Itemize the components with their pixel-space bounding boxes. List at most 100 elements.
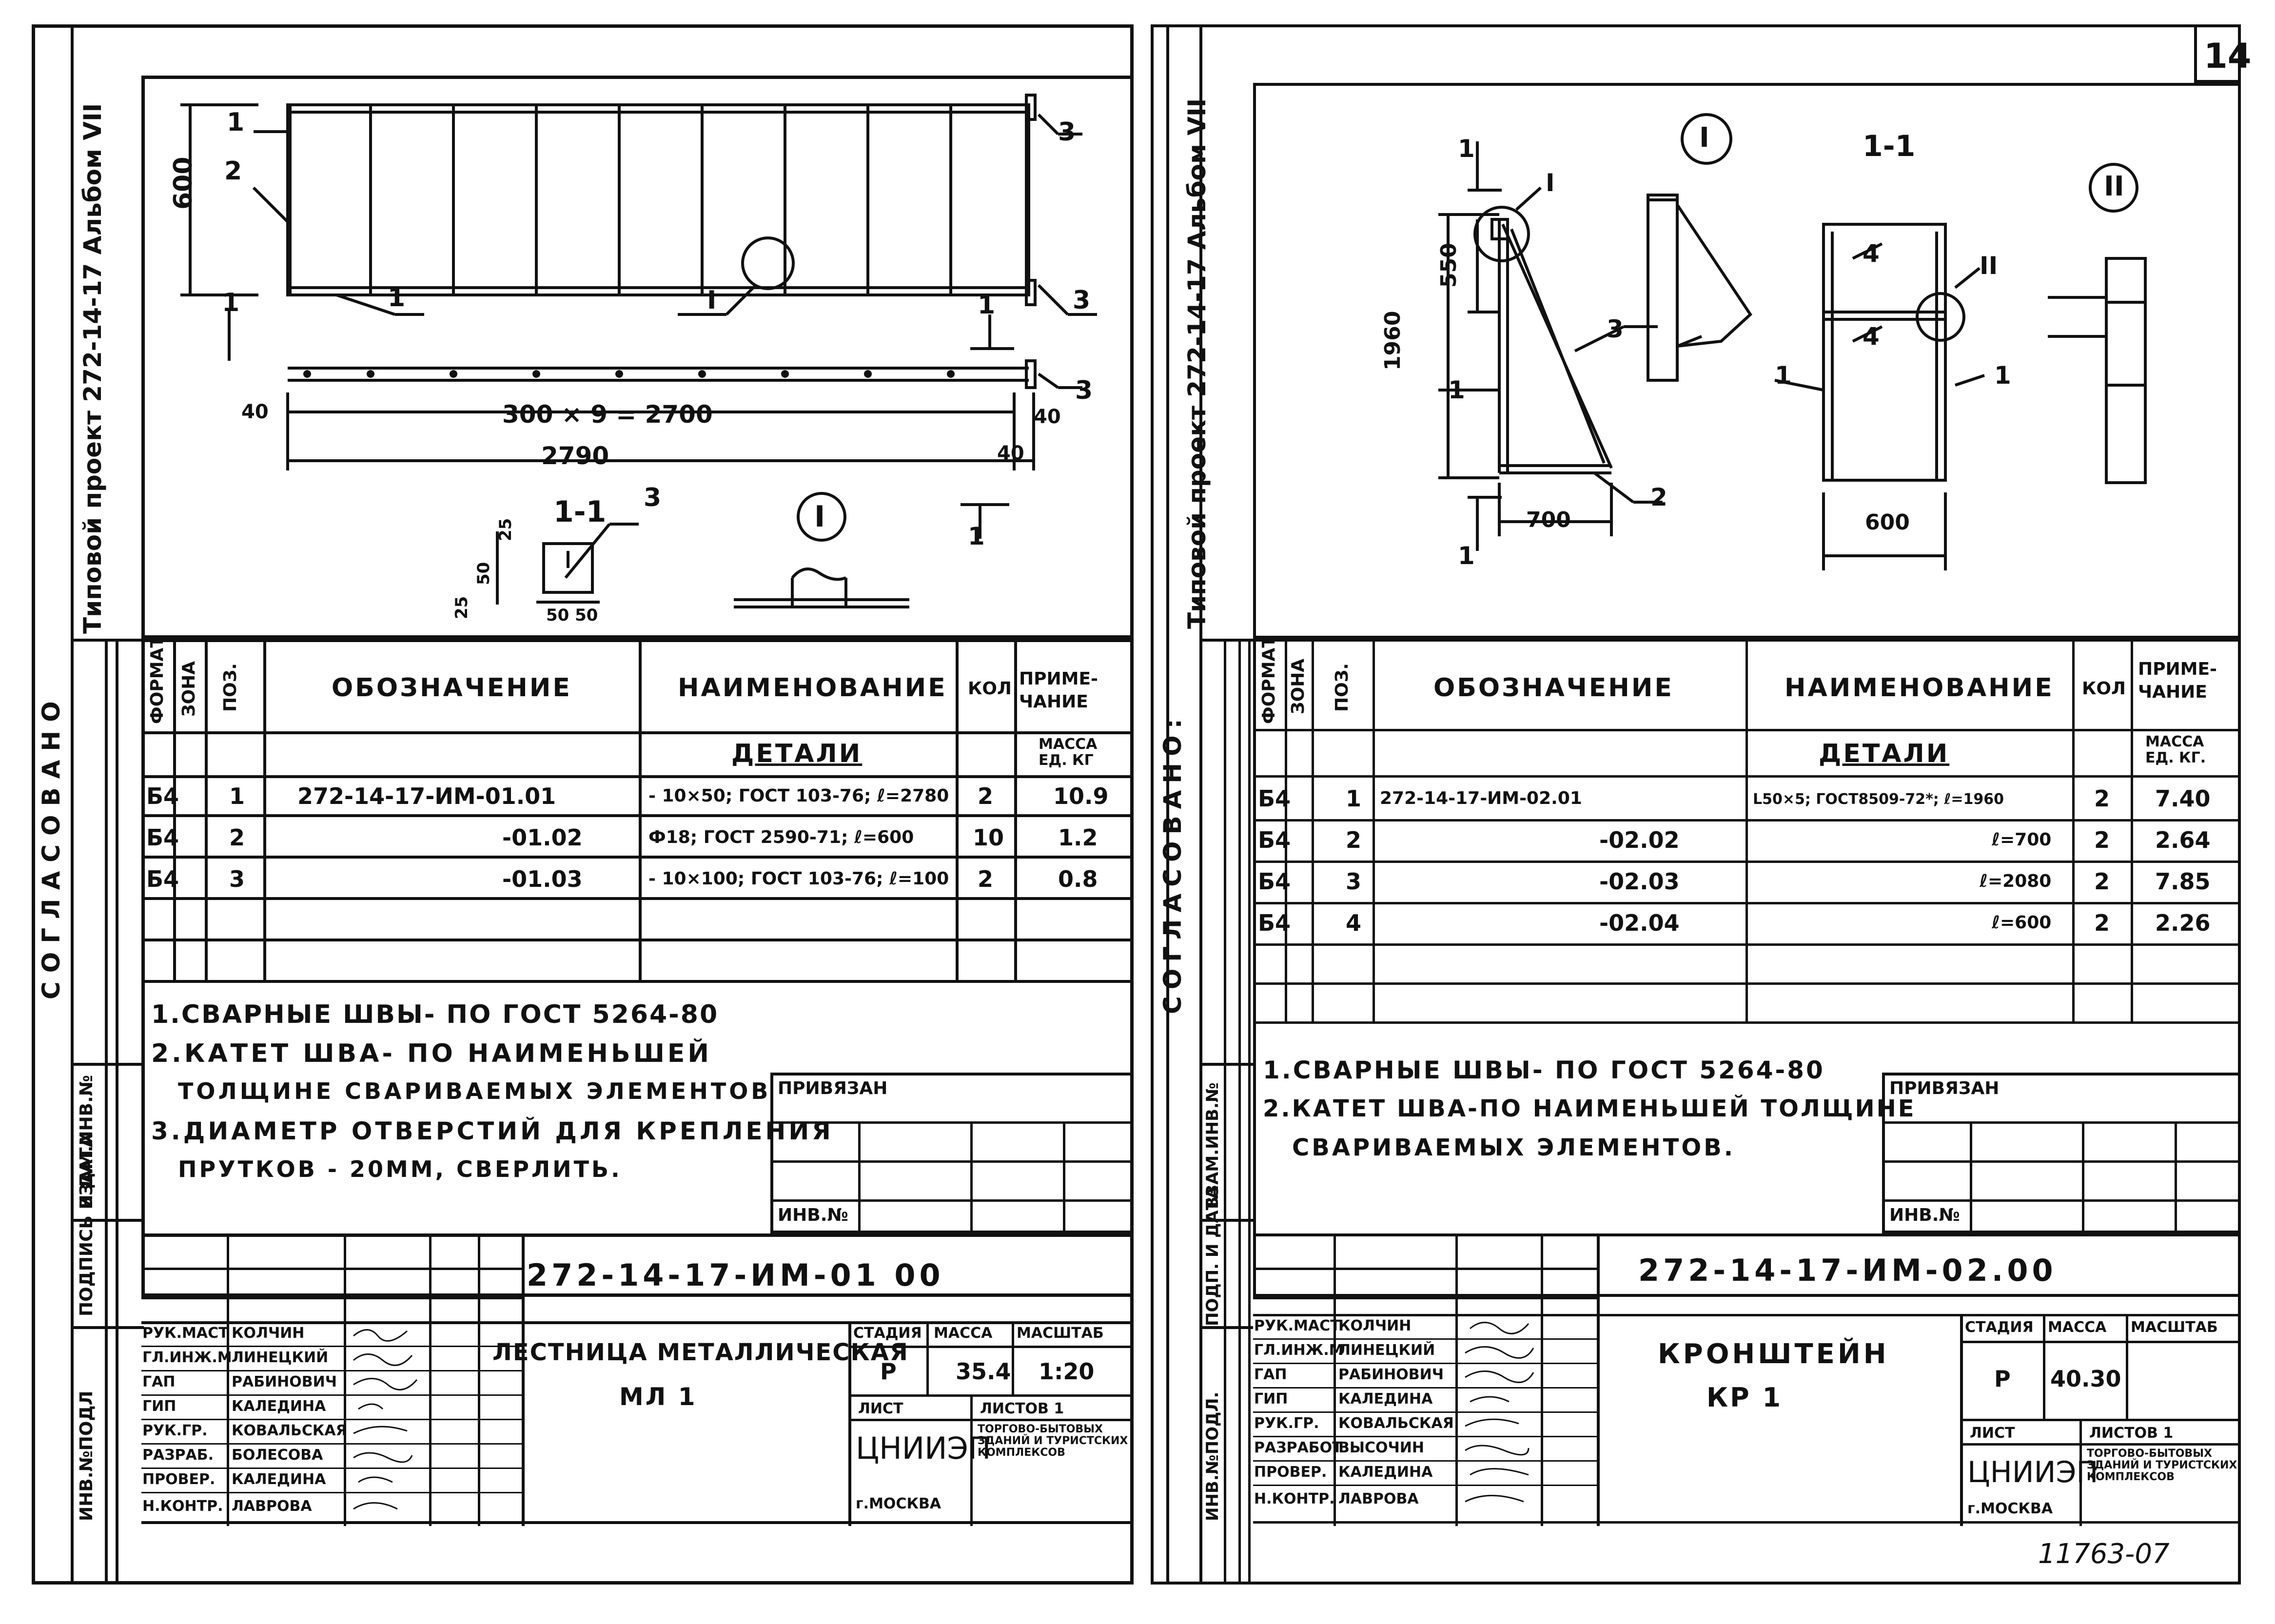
agreed-label: СОГЛАСОВАНО: (1158, 712, 1187, 1014)
edge-dim: 40 (1034, 406, 1061, 428)
col-header-qty: КОЛ (2082, 679, 2126, 699)
callout: 2 (224, 157, 242, 186)
mass-unit: МАССА ЕД. КГ. (2145, 733, 2206, 766)
height-dim: 600 (169, 157, 198, 210)
col-header-format: ФОРМАТ (147, 636, 167, 724)
stamp-subtitle: КР 1 (1706, 1382, 1783, 1413)
org-sub: ТОРГОВО-БЫТОВЫХ ЗДАНИЙ И ТУРИСТСКИХ КОМП… (978, 1423, 1128, 1459)
scale-header: МАСШТАБ (1017, 1325, 1104, 1342)
row-pos: 3 (229, 866, 245, 892)
doc-code: 272-14-17-ИМ-01 00 (527, 1257, 944, 1293)
sheet-header: ЛИСТ (1970, 1425, 2015, 1442)
role: РУК.МАСТ (142, 1325, 229, 1342)
col-header-name: НАИМЕНОВАНИЕ (1785, 673, 2054, 703)
page-number-box (2194, 27, 2241, 83)
ladder-drawing (141, 76, 1134, 639)
stage-value: Р (880, 1358, 897, 1385)
note: 3.ДИАМЕТР ОТВЕРСТИЙ ДЛЯ КРЕПЛЕНИЯ (151, 1117, 834, 1145)
right-drawing-area (1253, 83, 2241, 639)
row-qty: 2 (978, 783, 994, 809)
role: ГАП (142, 1373, 176, 1390)
person: ЛАВРОВА (232, 1498, 312, 1515)
edge-dim: 40 (997, 442, 1024, 465)
detail-label: II (2104, 171, 2124, 202)
album-label: Типовой проект 272-14-17 Альбом VII (78, 103, 107, 634)
col-header-designation: ОБОЗНАЧЕНИЕ (1433, 673, 1674, 703)
callout: 3 (1075, 376, 1093, 405)
callout: 1 (978, 291, 996, 320)
row-format: Б4 (1258, 868, 1291, 895)
mass-unit: МАССА ЕД. КГ (1039, 736, 1098, 769)
dim: 700 (1526, 508, 1571, 532)
detail-callout: I (707, 286, 717, 315)
role: ГЛ.ИНЖ.М (142, 1349, 232, 1366)
col-header-note: ПРИМЕ-ЧАНИЕ (2138, 659, 2217, 702)
detail-label: I (814, 500, 825, 534)
row-format: Б4 (1258, 910, 1291, 936)
side-stamp-label: ВЗАМ.ИНВ.№ (77, 1075, 97, 1209)
signatures (349, 1321, 427, 1521)
inv-no-label: ИНВ.№ (778, 1205, 848, 1225)
row-designation: -02.03 (1599, 868, 1680, 895)
row-note: 7.40 (2155, 785, 2211, 812)
note: 2.КАТЕТ ШВА- ПО НАИМЕНЬШЕЙ (151, 1039, 712, 1068)
col-header-zone: ЗОНА (1288, 658, 1308, 714)
row-note: 2.26 (2155, 910, 2211, 936)
role: ГАП (1254, 1366, 1287, 1383)
section-dim-bottom: 50 50 (546, 606, 598, 625)
note: 2.КАТЕТ ШВА-ПО НАИМЕНЬШЕЙ ТОЛЩИНЕ (1263, 1095, 1916, 1122)
role: РУК.ГР. (142, 1422, 208, 1439)
row-pos: 2 (229, 824, 245, 851)
detail-label: I (1699, 122, 1709, 154)
section-title: ДЕТАЛИ (1819, 739, 1950, 768)
sheets-header: ЛИСТОВ 1 (980, 1400, 1064, 1417)
city: г.МОСКВА (856, 1495, 941, 1512)
stage-header: СТАДИЯ (853, 1325, 922, 1342)
privyazan-block (1882, 1073, 2241, 1233)
callout: 1 (1458, 135, 1475, 163)
row-format: Б4 (146, 783, 179, 809)
row-pos: 3 (1346, 868, 1362, 895)
role: ГИП (1254, 1390, 1288, 1408)
stamp-subtitle: МЛ 1 (619, 1383, 697, 1411)
person: КАЛЕДИНА (232, 1471, 326, 1488)
person: КАЛЕДИНА (232, 1398, 326, 1415)
note: ТОЛЩИНЕ СВАРИВАЕМЫХ ЭЛЕМЕНТОВ (178, 1078, 771, 1104)
doc-code: 272-14-17-ИМ-02.00 (1638, 1252, 2057, 1288)
row-designation: 272-14-17-ИМ-02.01 (1380, 788, 1582, 808)
row-qty: 2 (2094, 827, 2110, 853)
callout: 1 (1775, 361, 1792, 390)
left-spec-table (141, 639, 1134, 1297)
org-sub: ТОРГОВО-БЫТОВЫХ ЗДАНИЙ И ТУРИСТСКИХ КОМП… (2087, 1448, 2237, 1484)
section-label: 1-1 (1863, 129, 1916, 163)
city: г.МОСКВА (1967, 1500, 2053, 1517)
callout: 3 (1607, 315, 1624, 343)
row-name: - 10×50; ГОСТ 103-76; ℓ=2780 (648, 786, 949, 806)
role: РАЗРАБ. (142, 1447, 214, 1464)
row-note: 0.8 (1058, 866, 1098, 892)
row-pos: 1 (229, 783, 245, 809)
row-note: 1.2 (1058, 824, 1098, 851)
section-callout: 3 (644, 483, 662, 512)
dim: 1960 (1380, 311, 1405, 371)
callout: 3 (1073, 286, 1091, 315)
album-label: Типовой проект 272-14-17 Альбом VII (1183, 98, 1211, 629)
page-number: 14 (2204, 36, 2252, 76)
row-designation: -02.04 (1599, 910, 1680, 936)
callout: 2 (1650, 483, 1667, 511)
detail-callout: II (1980, 252, 1998, 280)
callout: 1 (1448, 376, 1465, 404)
role: ГИП (142, 1398, 177, 1415)
left-title-block (141, 1233, 1134, 1526)
role: Н.КОНТР. (1254, 1490, 1335, 1507)
row-designation: 272-14-17-ИМ-01.01 (297, 783, 556, 809)
dim: 600 (1865, 510, 1910, 535)
scale-value: 1:20 (1039, 1358, 1095, 1385)
note: 1.СВАРНЫЕ ШВЫ- ПО ГОСТ 5264-80 (151, 1000, 719, 1029)
sheets-header: ЛИСТОВ 1 (2089, 1425, 2174, 1442)
row-name: ℓ=2080 (1980, 871, 2052, 891)
person: КОЛЧИН (1338, 1317, 1412, 1334)
signatures (1460, 1314, 1543, 1519)
row-format: Б4 (1258, 827, 1291, 853)
note: 1.СВАРНЫЕ ШВЫ- ПО ГОСТ 5264-80 (1263, 1056, 1825, 1084)
